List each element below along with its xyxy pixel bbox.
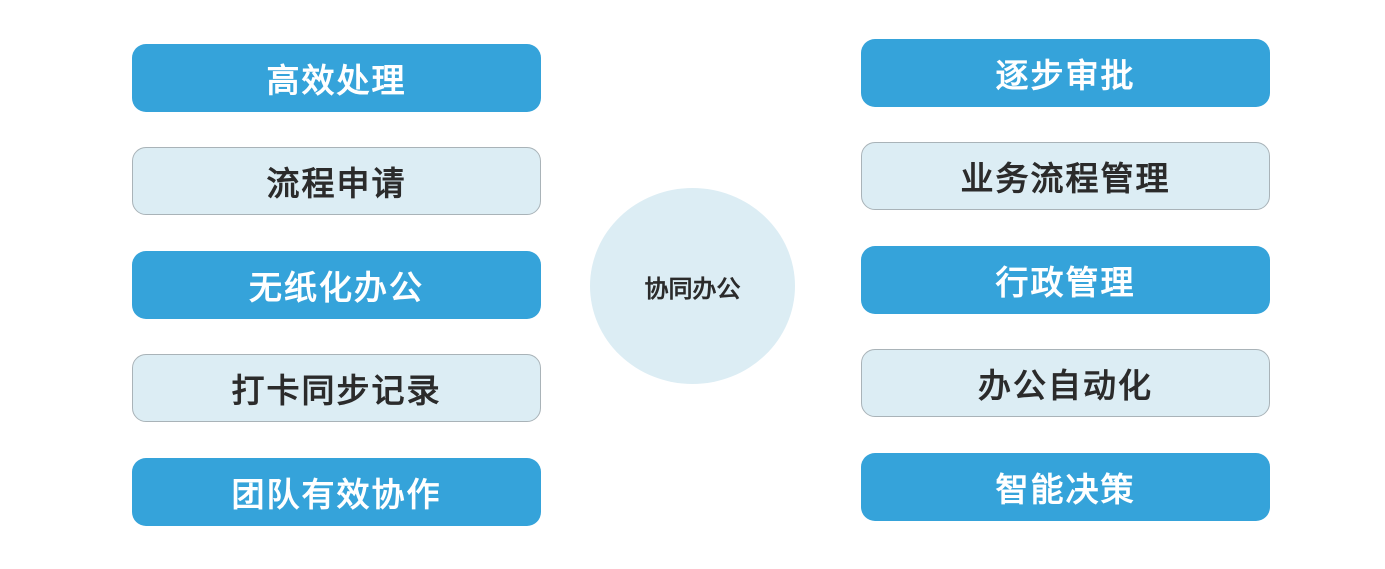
right-item-5: 智能决策 (861, 453, 1270, 521)
right-item-4: 办公自动化 (861, 349, 1270, 417)
left-item-1-label: 高效处理 (266, 61, 407, 100)
hub-label: 协同办公 (644, 274, 741, 303)
right-item-3-label: 行政管理 (995, 263, 1136, 302)
left-item-4: 打卡同步记录 (132, 354, 541, 422)
left-item-3: 无纸化办公 (132, 251, 541, 319)
right-item-2: 业务流程管理 (861, 142, 1270, 210)
left-item-5-label: 团队有效协作 (231, 475, 442, 514)
right-item-4-label: 办公自动化 (978, 366, 1153, 405)
left-item-2: 流程申请 (132, 147, 541, 215)
hub-circle: 协同办公 (590, 188, 795, 384)
left-item-4-label: 打卡同步记录 (231, 371, 442, 410)
left-item-3-label: 无纸化办公 (249, 268, 424, 307)
right-item-2-label: 业务流程管理 (960, 159, 1171, 198)
right-item-1: 逐步审批 (861, 39, 1270, 107)
left-item-2-label: 流程申请 (266, 164, 407, 203)
right-item-5-label: 智能决策 (995, 470, 1136, 509)
left-item-1: 高效处理 (132, 44, 541, 112)
right-item-3: 行政管理 (861, 246, 1270, 314)
left-item-5: 团队有效协作 (132, 458, 541, 526)
right-item-1-label: 逐步审批 (995, 56, 1136, 95)
